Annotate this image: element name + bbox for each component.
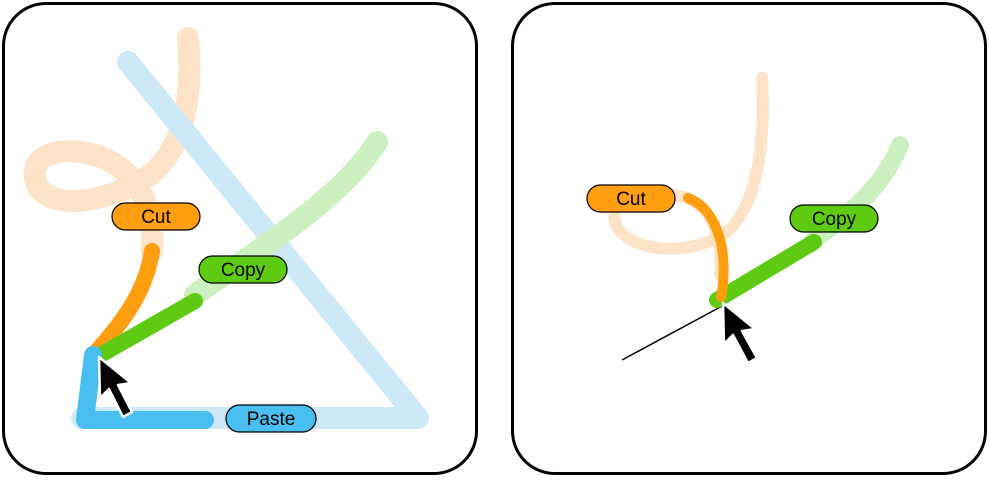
cut-label-text: Cut	[616, 189, 646, 210]
left-panel: Cut Copy Paste	[2, 2, 478, 475]
cut-gesture-path	[87, 243, 160, 361]
gesture-direction-line	[621, 304, 725, 361]
copy-label: Copy	[789, 204, 879, 233]
left-gesture-scene: Cut Copy Paste	[23, 27, 429, 433]
paste-label: Paste	[225, 404, 317, 433]
copy-label-text: Copy	[221, 260, 266, 281]
right-panel: Cut Copy	[511, 2, 987, 475]
copy-label: Copy	[198, 255, 288, 284]
cut-gesture-path-faint	[23, 27, 201, 262]
copy-gesture-path	[709, 234, 822, 308]
cut-gesture-path-faint	[608, 72, 769, 281]
right-gesture-scene: Cut Copy	[586, 72, 909, 365]
paste-gesture-path-faint	[71, 51, 429, 429]
paste-label-text: Paste	[247, 409, 296, 430]
arrow-cursor-icon	[721, 301, 759, 365]
copy-gesture-path	[89, 293, 203, 365]
cut-gesture-path	[683, 193, 729, 302]
copy-label-text: Copy	[812, 209, 857, 230]
arrow-cursor-icon	[97, 355, 134, 419]
cut-label-text: Cut	[141, 207, 171, 228]
cut-label: Cut	[111, 202, 201, 231]
cut-label: Cut	[586, 184, 676, 213]
paste-gesture-path	[76, 346, 214, 429]
